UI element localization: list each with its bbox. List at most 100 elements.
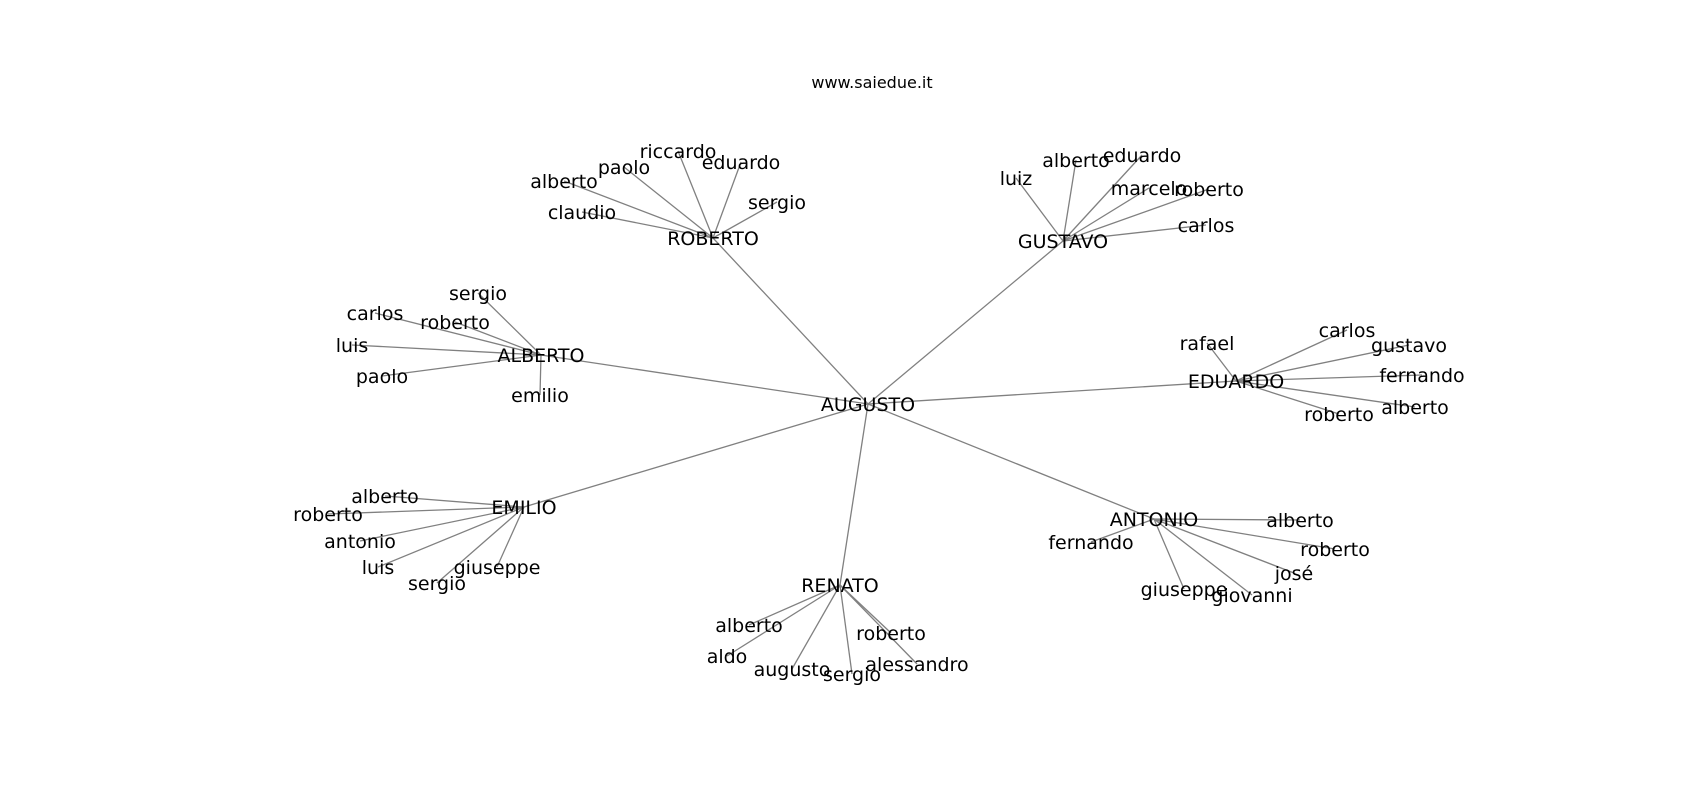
edge <box>1090 518 1155 543</box>
edge <box>839 584 918 665</box>
leaf-node-label: sergio <box>408 573 466 595</box>
edge <box>867 403 1155 520</box>
leaf-node-label: sergio <box>823 664 881 686</box>
leaf-node-label: roberto <box>1304 404 1374 426</box>
edge <box>1235 380 1416 408</box>
leaf-node-label: roberto <box>856 623 926 645</box>
leaf-node-label: roberto <box>420 312 490 334</box>
edge <box>1235 344 1410 382</box>
leaf-node-label: luis <box>362 557 395 579</box>
edge <box>1206 342 1237 382</box>
edge <box>839 584 853 675</box>
edge <box>748 584 841 626</box>
leaf-node-label: paolo <box>598 157 650 179</box>
edge <box>712 237 869 405</box>
leaf-node-label: josé <box>1274 563 1314 585</box>
leaf-node-label: gustavo <box>1371 335 1447 357</box>
edge <box>539 354 542 396</box>
edge <box>523 403 869 508</box>
leaf-node-label: emilio <box>511 385 569 407</box>
leaf-node-label: alberto <box>1042 150 1110 172</box>
hub-node-label: RENATO <box>801 575 879 597</box>
edge <box>1235 374 1423 382</box>
edge <box>496 506 525 568</box>
leaf-node-label: carlos <box>1319 320 1376 342</box>
edge <box>1015 177 1064 242</box>
leaf-node-label: roberto <box>1174 179 1244 201</box>
leaf-node-label: alberto <box>530 171 598 193</box>
hub-node-label: ROBERTO <box>667 228 759 250</box>
edge <box>677 150 714 239</box>
edge <box>791 584 841 670</box>
edge <box>1062 154 1143 242</box>
leaf-node-label: marcelo <box>1111 178 1188 200</box>
leaf-node-label: augusto <box>754 659 831 681</box>
hub-node-label: EDUARDO <box>1188 371 1284 393</box>
leaf-node-label: sergio <box>449 283 507 305</box>
leaf-node-label: alberto <box>1266 510 1334 532</box>
edge <box>1062 188 1210 242</box>
edge <box>712 201 778 239</box>
leaf-node-label: fernando <box>1379 365 1464 387</box>
edge <box>1153 518 1336 550</box>
edge <box>359 506 525 542</box>
leaf-node-label: paolo <box>356 366 408 388</box>
leaf-node-label: eduardo <box>702 152 781 174</box>
leaf-node-label: alessandro <box>865 654 968 676</box>
edge <box>1153 518 1185 590</box>
edge <box>1153 518 1295 574</box>
edge <box>712 161 742 239</box>
edge <box>1153 518 1301 521</box>
site-title: www.saiedue.it <box>811 73 932 92</box>
leaf-node-label: roberto <box>293 504 363 526</box>
edge <box>1062 159 1077 242</box>
edge <box>563 180 714 239</box>
edge <box>454 321 542 356</box>
edge <box>1062 187 1150 242</box>
root-node-label: AUGUSTO <box>821 394 915 416</box>
edge <box>839 403 869 586</box>
edge <box>623 166 714 239</box>
leaf-node-label: giovanni <box>1211 585 1292 607</box>
edge <box>327 506 525 515</box>
leaf-node-label: eduardo <box>1103 145 1182 167</box>
leaf-node-label: roberto <box>1300 539 1370 561</box>
edge <box>867 380 1237 405</box>
edge <box>581 211 714 239</box>
hub-node-label: ANTONIO <box>1110 509 1199 531</box>
leaf-node-label: alberto <box>1381 397 1449 419</box>
leaf-node-label: alberto <box>351 486 419 508</box>
edge <box>374 312 542 356</box>
edge <box>1235 329 1348 382</box>
edge <box>867 240 1064 405</box>
leaf-node-label: luis <box>336 335 369 357</box>
edge <box>540 354 869 405</box>
edge <box>1062 224 1207 242</box>
leaf-node-label: carlos <box>347 303 404 325</box>
leaf-node-label: alberto <box>715 615 783 637</box>
hub-node-label: ALBERTO <box>497 345 584 367</box>
edge <box>1153 518 1253 596</box>
edge <box>726 584 841 657</box>
leaf-node-label: antonio <box>324 531 396 553</box>
leaf-node-label: luiz <box>1000 168 1033 190</box>
leaf-node-label: giuseppe <box>454 557 541 579</box>
edge <box>436 506 525 584</box>
leaf-node-label: rafael <box>1180 333 1235 355</box>
leaf-node-label: riccardo <box>640 141 717 163</box>
leaf-node-label: giuseppe <box>1141 579 1228 601</box>
leaf-node-label: claudio <box>548 202 616 224</box>
edge <box>377 506 525 568</box>
edge <box>351 344 542 356</box>
hub-node-label: GUSTAVO <box>1018 231 1108 253</box>
leaf-node-label: aldo <box>707 646 748 668</box>
edge <box>1235 380 1340 415</box>
hub-node-label: EMILIO <box>491 497 556 519</box>
edges <box>327 150 1423 675</box>
leaf-node-label: fernando <box>1048 532 1133 554</box>
edge <box>381 354 542 377</box>
edge <box>384 495 525 508</box>
edge <box>477 292 542 356</box>
